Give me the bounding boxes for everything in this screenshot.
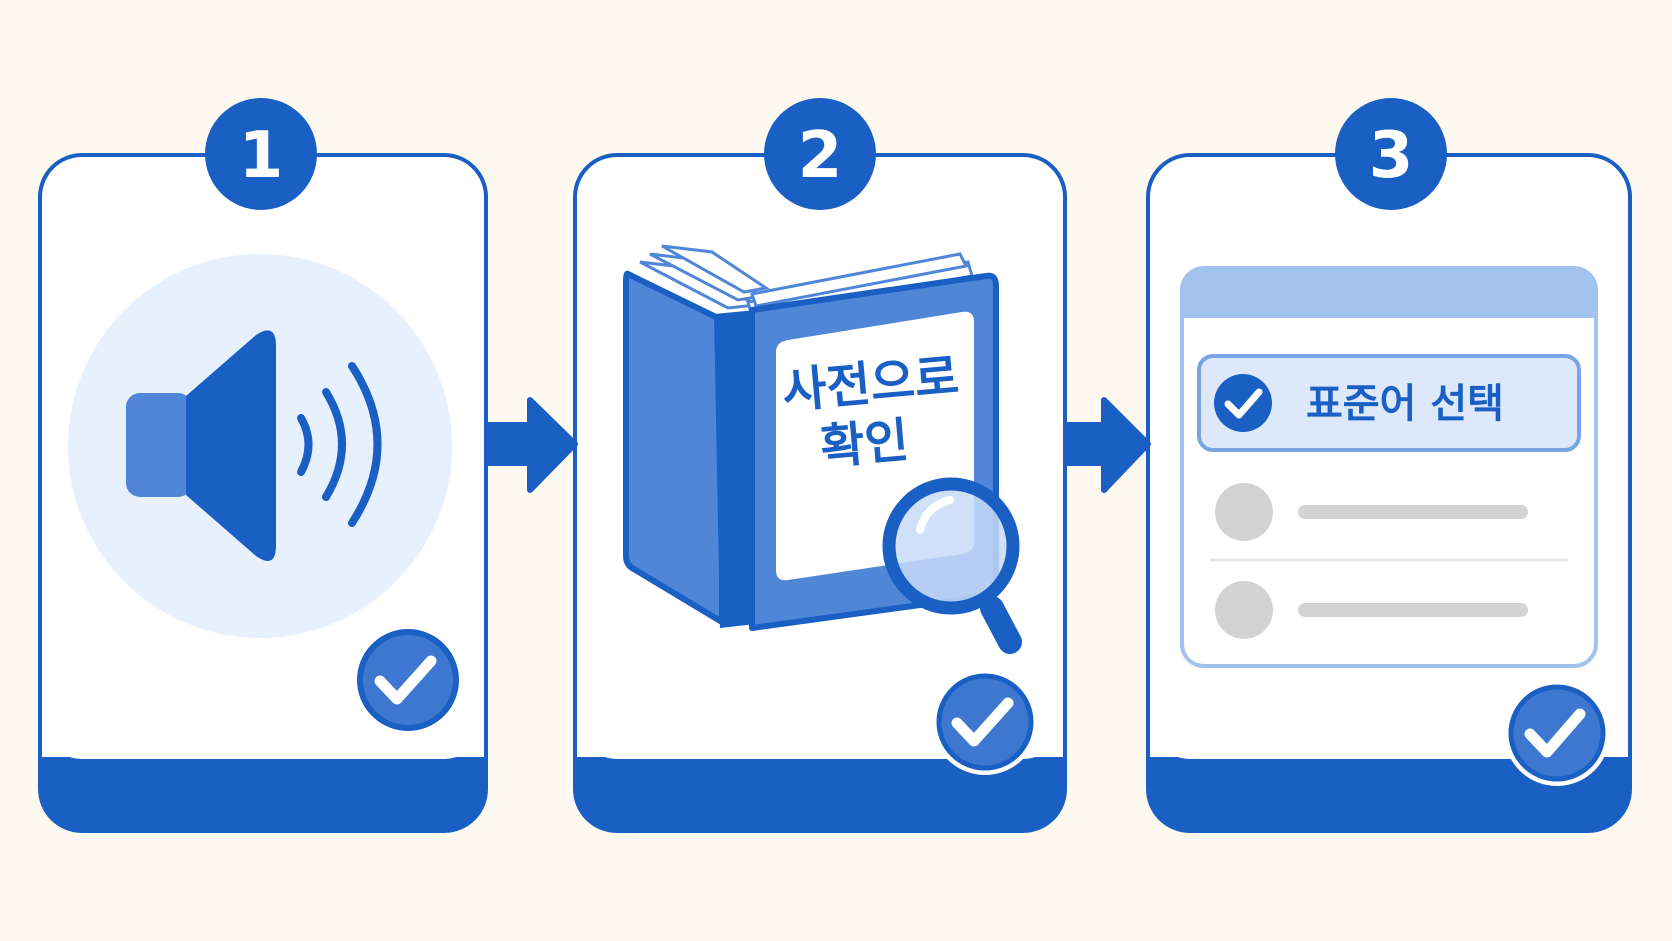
check-icon (1214, 374, 1272, 432)
step-number-1: 1 (239, 119, 284, 193)
step-number-badge-3: 3 (1335, 98, 1447, 210)
arrow-right-icon (1065, 397, 1151, 493)
step-number-badge-2: 2 (764, 98, 876, 210)
step-number-3: 3 (1369, 119, 1414, 193)
selected-option-label: 표준어 선택 (1306, 381, 1504, 427)
check-icon (357, 629, 459, 731)
book-title-line2: 확인 (818, 412, 911, 475)
step-number-2: 2 (798, 119, 843, 193)
magnifier-icon (882, 477, 1022, 654)
step-number-badge-1: 1 (205, 98, 317, 210)
arrow-right-icon (486, 397, 578, 493)
check-icon (1504, 680, 1610, 786)
speaker-sound-icon (68, 254, 452, 638)
check-icon (932, 669, 1038, 775)
option-list-icon: 표준어 선택 (1180, 266, 1598, 668)
dictionary-book-icon: 사전으로 확인 (623, 244, 999, 631)
radio-option-3 (1215, 581, 1273, 639)
radio-option-2 (1215, 483, 1273, 541)
